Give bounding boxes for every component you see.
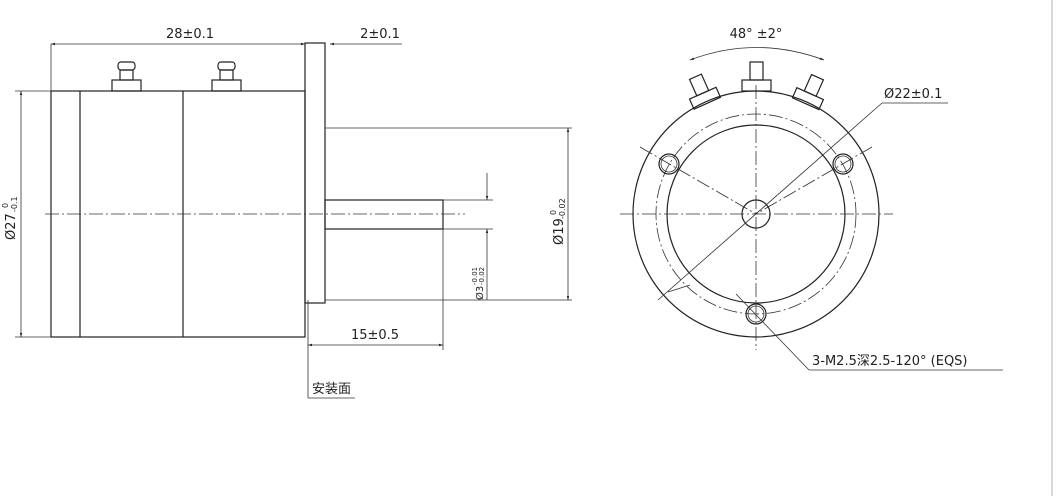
tolerance-upper: 0	[549, 210, 558, 215]
shaft	[324, 199, 444, 230]
body-diameter-dimension: Ø27	[4, 213, 19, 240]
tolerance-lower: -0.1	[10, 196, 19, 212]
tolerance-upper: 0	[1, 203, 10, 208]
hole-spec-label: 3-M2.5深2.5-120° (EQS)	[812, 354, 968, 369]
terminal	[791, 73, 825, 111]
terminal	[211, 61, 242, 92]
shaft-length-dimension: 15±0.5	[351, 328, 399, 343]
shaft-diameter-dimension: Ø3	[474, 286, 486, 300]
flange-dimension: 2±0.1	[360, 27, 400, 42]
mounting-face-label: 安装面	[312, 382, 351, 397]
tolerance-upper: -0.01	[471, 267, 479, 285]
length-dimension: 28±0.1	[166, 27, 214, 42]
tolerance-lower: -0.02	[478, 267, 486, 285]
terminal-angle-dimension: 48° ±2°	[730, 27, 783, 42]
bolt-circle-dimension: Ø22±0.1	[884, 87, 942, 102]
terminal	[111, 61, 142, 92]
tolerance-lower: -0.02	[558, 198, 567, 219]
front-view: 48° ±2° Ø22±0.1 3-M2.5深2.5-120° (EQS)	[620, 27, 1003, 371]
side-view: 28±0.1 2±0.1 Ø27 0 -0.1 Ø19 0 -0.02 Ø3 -…	[1, 27, 572, 399]
flange	[304, 42, 326, 304]
terminal	[688, 73, 722, 110]
pilot-diameter-dimension: Ø19	[552, 218, 567, 245]
terminal	[741, 61, 772, 92]
mounting-hole	[745, 303, 767, 325]
mounting-hole	[658, 153, 680, 175]
mounting-hole	[832, 153, 854, 175]
